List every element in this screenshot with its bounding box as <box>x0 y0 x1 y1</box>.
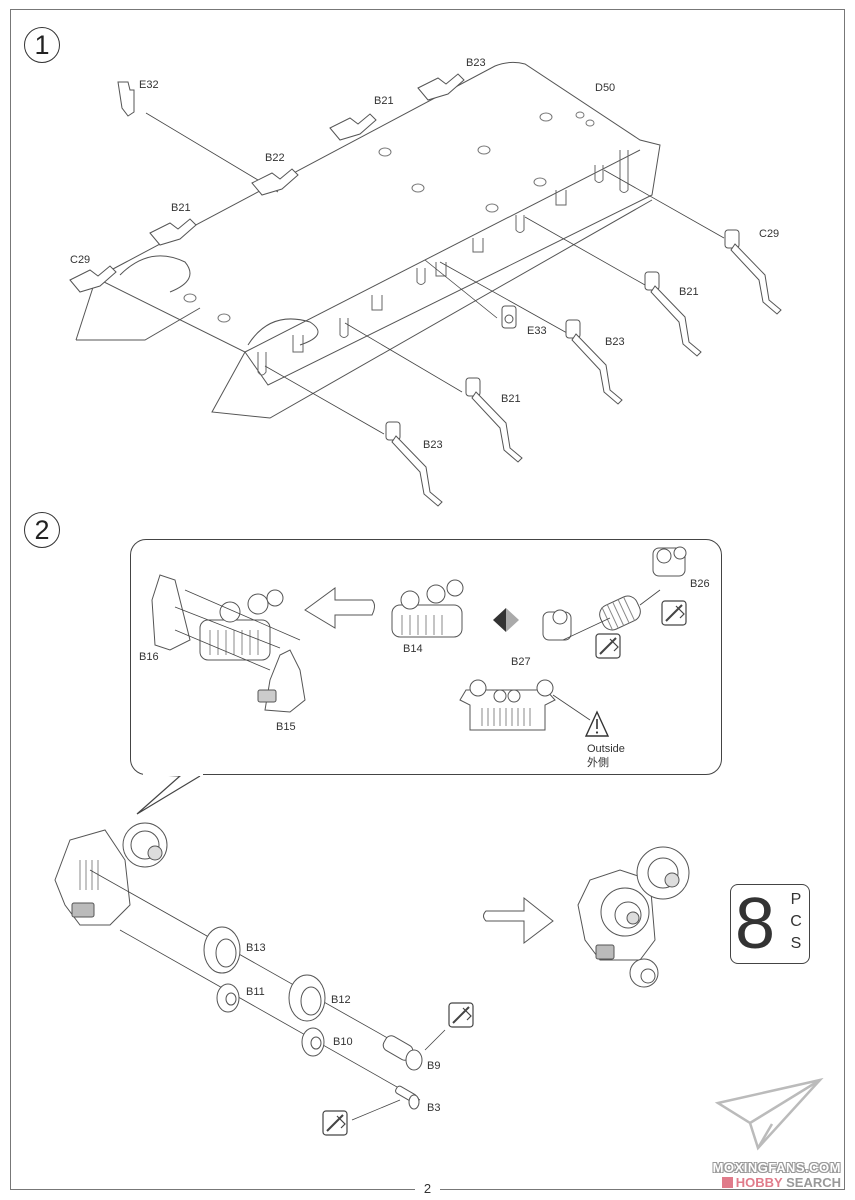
part-b23-top <box>417 73 465 101</box>
no-glue-icon <box>322 1110 348 1136</box>
watermark-paper-plane-icon <box>714 1077 824 1151</box>
part-spring <box>599 595 641 631</box>
hull-plate-edge <box>244 149 641 353</box>
arrow-right-icon <box>483 896 554 945</box>
hobby-search-logo-icon <box>721 1177 733 1188</box>
leader-b21-mid <box>344 322 463 393</box>
step-2-number: 2 <box>24 512 60 548</box>
page-number: 2 <box>414 1181 441 1196</box>
part-e32 <box>117 81 135 117</box>
label-b16: B16 <box>139 651 159 663</box>
label-b15: B15 <box>276 721 296 733</box>
swap-arrows-icon <box>493 608 519 632</box>
leader-b23-mid <box>439 261 568 334</box>
label-e33: E33 <box>527 325 547 337</box>
no-glue-icon <box>595 633 621 659</box>
quantity-unit-p: P <box>790 891 802 908</box>
watermark-brand: HOBBY SEARCH <box>713 1175 841 1190</box>
quantity-unit-s: S <box>790 935 802 952</box>
no-glue-icon <box>448 1002 474 1028</box>
part-b16 <box>151 574 191 651</box>
label-b23-mid: B23 <box>605 336 625 348</box>
part-b21-right <box>644 271 702 357</box>
no-glue-icon <box>661 600 687 626</box>
watermark: MOXINGFANS.COM HOBBY SEARCH <box>713 1160 841 1190</box>
warning-text-en: Outside <box>587 743 625 755</box>
quantity-unit-c: C <box>790 913 802 930</box>
part-b21-top-mid <box>329 113 377 141</box>
part-b9 <box>382 1035 423 1071</box>
leader-c29-right <box>603 169 725 239</box>
part-b10 <box>301 1027 325 1057</box>
part-b15-pad <box>257 689 277 703</box>
part-c29-left <box>69 265 117 293</box>
watermark-brand-search: SEARCH <box>782 1175 841 1190</box>
label-b26: B26 <box>690 578 710 590</box>
bogie-assembly-exploded <box>54 822 168 926</box>
label-b21-top-left: B21 <box>171 202 191 214</box>
part-c29-right <box>724 229 782 315</box>
label-b22: B22 <box>265 152 285 164</box>
part-outside-view <box>459 679 591 731</box>
part-b13 <box>203 926 241 974</box>
quantity-count: 8 <box>735 884 776 964</box>
part-b27 <box>542 609 572 641</box>
label-b11: B11 <box>246 986 265 998</box>
part-b23-bottom <box>385 421 443 507</box>
watermark-brand-hobby: HOBBY <box>735 1175 783 1190</box>
part-b14 <box>391 579 464 638</box>
part-b26 <box>652 546 687 577</box>
spring-assembly-left <box>199 589 284 661</box>
part-b21-top-left <box>149 218 197 246</box>
leader-b23-bottom <box>264 365 385 435</box>
part-b3 <box>395 1085 420 1110</box>
label-b10: B10 <box>333 1036 353 1048</box>
leader-e32 <box>145 112 279 193</box>
leader-lower-axle <box>119 929 421 1101</box>
label-b3: B3 <box>427 1102 441 1114</box>
part-b12 <box>288 974 326 1022</box>
detail-callout-box <box>130 539 722 775</box>
hull-arc-left <box>119 255 191 293</box>
part-b23-mid <box>565 319 623 405</box>
label-e32: E32 <box>139 79 159 91</box>
part-b11 <box>216 983 240 1013</box>
warning-outside-text: Outside 外側 <box>587 742 625 770</box>
bogie-assembly-finished <box>577 846 690 988</box>
warning-icon <box>584 710 610 737</box>
label-b9: B9 <box>427 1060 441 1072</box>
label-c29-left: C29 <box>70 254 91 266</box>
step-1-number: 1 <box>24 27 60 63</box>
part-b15 <box>264 649 306 713</box>
label-b21-right: B21 <box>679 286 699 298</box>
hull-arc-mid <box>247 318 319 346</box>
callout-pointer <box>136 773 201 815</box>
part-b22 <box>251 168 299 196</box>
leader-upper-axle <box>89 869 401 1046</box>
label-b23-bottom: B23 <box>423 439 443 451</box>
part-b21-mid <box>465 377 523 463</box>
quantity-unit: P C S <box>790 889 802 955</box>
part-e33 <box>501 305 517 329</box>
label-b27: B27 <box>511 656 531 668</box>
label-b21-mid: B21 <box>501 393 521 405</box>
warning-text-zh: 外側 <box>587 757 609 769</box>
label-b12: B12 <box>331 994 351 1006</box>
label-d50: D50 <box>595 82 616 94</box>
arrow-left-icon <box>304 587 375 629</box>
quantity-badge: 8 P C S <box>730 884 810 964</box>
leader-b21-right <box>524 216 646 286</box>
hull-plate <box>94 61 661 386</box>
watermark-site: MOXINGFANS.COM <box>712 1160 841 1175</box>
label-b23-top: B23 <box>466 57 486 69</box>
label-b21-top-mid: B21 <box>374 95 394 107</box>
label-c29-right: C29 <box>759 228 780 240</box>
leader-e33 <box>424 259 498 319</box>
label-b13: B13 <box>246 942 266 954</box>
label-b14: B14 <box>403 643 423 655</box>
